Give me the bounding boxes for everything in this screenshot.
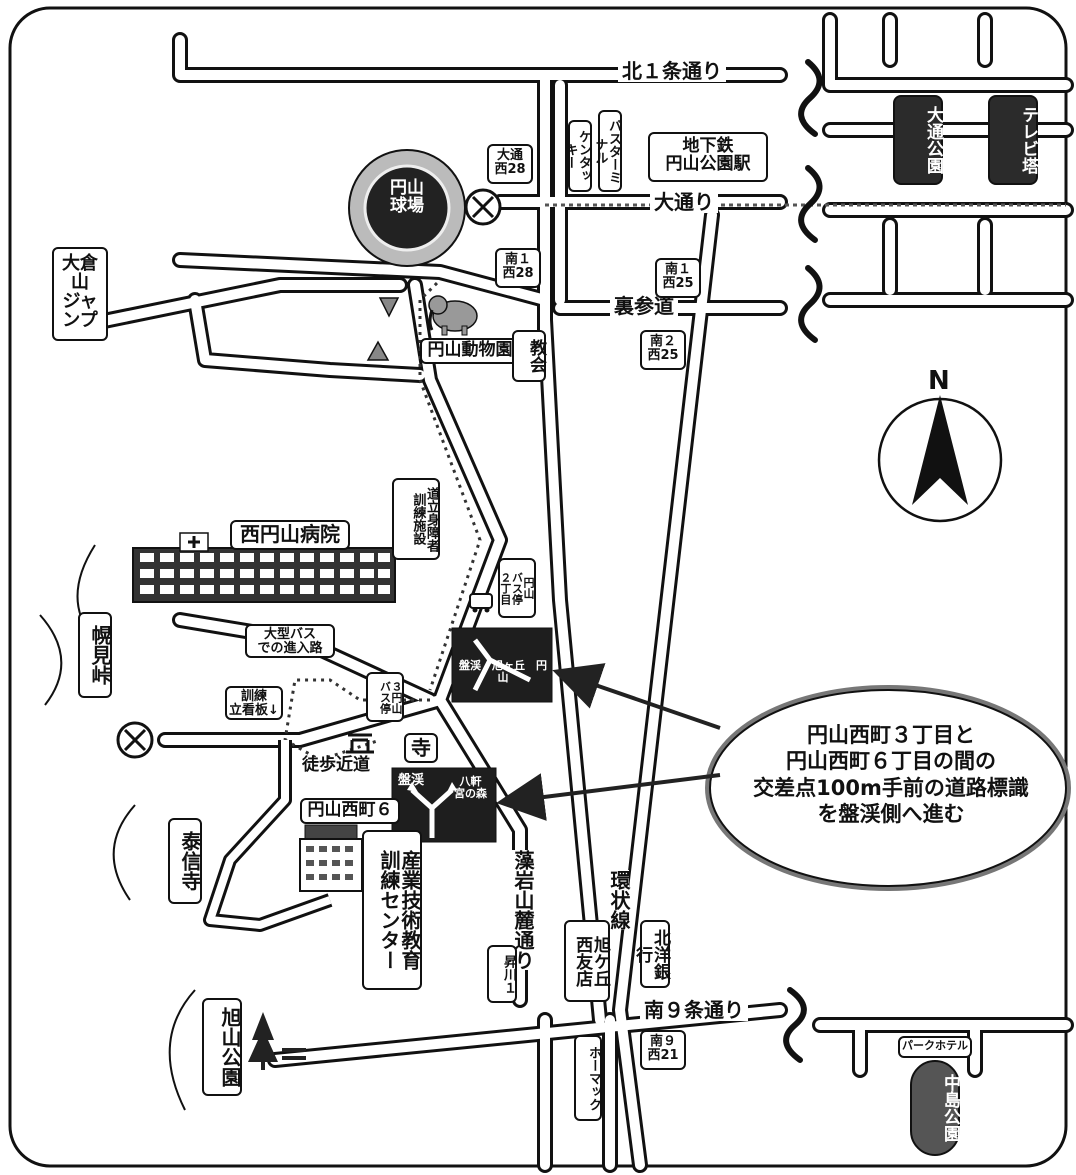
callout-note: 円山西町３丁目と 円山西町６丁目の間の 交差点100m手前の道路標識 を盤渓側へ… bbox=[726, 722, 1056, 827]
no-entry-sign bbox=[116, 188, 502, 759]
address-tag: 南９ 西21 bbox=[640, 1030, 686, 1070]
place-label-tv-tower: テレビ塔 bbox=[988, 95, 1038, 185]
elephant-icon bbox=[428, 295, 478, 336]
address-tag: 南２ 西25 bbox=[640, 330, 686, 370]
place-label-seiyu: 旭ケ丘 西友店 bbox=[564, 920, 610, 1002]
place-label-training-sign: 訓練 立看板↓ bbox=[225, 686, 283, 720]
place-label-hokuyo-bank: 北洋銀行 bbox=[632, 920, 670, 988]
place-label-bus-terminal: バスターミナル bbox=[592, 110, 622, 192]
road-label-kita1jo: 北１条通り bbox=[618, 61, 726, 82]
address-tag: 大通 西28 bbox=[487, 144, 533, 184]
road-label-urasando: 裏参道 bbox=[610, 296, 678, 317]
landmark-triangle bbox=[366, 340, 390, 361]
compass-north-label: N bbox=[928, 366, 950, 396]
place-label-taishinji: 泰信寺 bbox=[168, 818, 202, 904]
place-label-temple: 寺 bbox=[404, 733, 438, 763]
road-sign-1-text: 盤渓 旭ヶ丘 円山 bbox=[459, 659, 547, 684]
place-label-asahiyama-park: 旭山公園 bbox=[202, 998, 242, 1096]
compass-rose bbox=[877, 395, 1003, 523]
road-sign-2 bbox=[391, 767, 497, 843]
road-label-toho: 徒歩近道 bbox=[300, 755, 372, 775]
bus-icon bbox=[469, 593, 493, 613]
address-tag: 南１ 西28 bbox=[495, 248, 541, 288]
place-label-hokkaido-center: 道立身障者 訓練施設 bbox=[392, 478, 440, 560]
place-label-bus-stop-3: ３円山 バス停 bbox=[366, 672, 404, 722]
road-label-moiwa: 藻岩山麓通り bbox=[511, 850, 535, 970]
temple-symbol-icon bbox=[346, 733, 374, 754]
place-label-homac: ホーマック bbox=[574, 1035, 602, 1121]
place-label-horomi-pass: 幌見峠 bbox=[78, 612, 112, 698]
callout-arrow bbox=[552, 663, 721, 730]
place-label-stadium: 円山球場 bbox=[390, 178, 424, 216]
road-label-kanjosen: 環状線 bbox=[607, 870, 631, 930]
road-label-minami9jo: 南９条通り bbox=[640, 1000, 748, 1021]
place-label-subway: 地下鉄 円山公園駅 bbox=[648, 132, 768, 182]
break-marks bbox=[783, 59, 823, 1063]
road-sign-1 bbox=[451, 627, 553, 703]
callout-line: 円山西町６丁目の間の bbox=[786, 749, 996, 774]
place-label-church: 教会 bbox=[512, 330, 546, 382]
place-label-odori-park: 大通公園 bbox=[893, 95, 943, 185]
callout-line: を盤渓側へ進む bbox=[817, 801, 965, 826]
callout-line: 円山西町３丁目と bbox=[807, 723, 975, 747]
stadium-symbol bbox=[348, 149, 466, 267]
callout-line: 交差点100m手前の道路標識 bbox=[753, 775, 1029, 800]
place-label-kentucky: ケンタッキー bbox=[562, 120, 592, 192]
landmark-triangle bbox=[378, 297, 400, 318]
hospital-building-icon bbox=[132, 532, 396, 603]
tree-icon bbox=[248, 1012, 306, 1070]
place-label-okurayama: 大倉山 ジャンプ bbox=[52, 247, 108, 341]
place-label-park-hotel: パークホテル bbox=[898, 1036, 972, 1058]
place-label-zoo: 円山動物園 bbox=[420, 338, 520, 364]
address-tag: 南１ 西25 bbox=[655, 258, 701, 298]
callout-arrow bbox=[496, 773, 721, 821]
place-label-bus-stop-2: 円山 バス停 ２丁目 bbox=[498, 558, 536, 618]
place-label-hospital: 西円山病院 bbox=[230, 520, 350, 550]
place-label-training-center: 産業技術教育 訓練センター bbox=[362, 830, 422, 990]
road-label-odori: 大通り bbox=[650, 192, 718, 213]
road-sign-2-right-text: 八軒 宮の森 bbox=[454, 775, 487, 800]
address-tag: 昇川１ bbox=[487, 945, 517, 1003]
road-sign-2-left-text: 盤渓 bbox=[398, 773, 425, 788]
training-center-building-icon bbox=[299, 824, 363, 892]
place-label-nakajima-park: 中島公園 bbox=[910, 1060, 960, 1156]
place-label-nishi6: 円山西町６ bbox=[300, 798, 400, 824]
place-label-bus-route: 大型バス での進入路 bbox=[245, 624, 335, 658]
